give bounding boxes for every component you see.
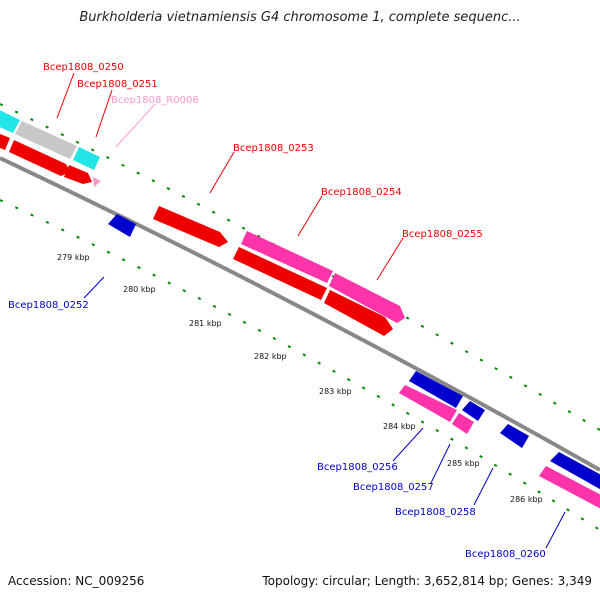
gene-pink-0260[interactable] <box>539 466 600 511</box>
accession-text: Accession: NC_009256 <box>8 574 145 588</box>
tick-labels: 279 kbp 280 kbp 281 kbp 282 kbp 283 kbp … <box>57 253 543 504</box>
gene-label[interactable]: Bcep1808_0258 <box>395 507 476 518</box>
gene-label[interactable]: Bcep1808_0253 <box>233 143 314 154</box>
feature-gray-0250[interactable] <box>15 121 77 159</box>
map-title: Burkholderia vietnamiensis G4 chromosome… <box>79 10 521 25</box>
gene-label[interactable]: Bcep1808_0250 <box>43 62 124 73</box>
cds-0255[interactable] <box>324 290 393 336</box>
cds-0254[interactable] <box>233 247 327 300</box>
gene-labels: Bcep1808_0250 Bcep1808_0251 Bcep1808_R00… <box>8 62 546 560</box>
inner-dotted-track <box>0 199 600 531</box>
feature-rna-arrow[interactable] <box>93 177 101 187</box>
tick-label: 280 kbp <box>123 285 156 294</box>
feature-cyan-0251[interactable] <box>73 147 100 170</box>
tick-label: 279 kbp <box>57 253 90 262</box>
gene-pink-0255[interactable] <box>329 273 405 323</box>
cds-0250[interactable] <box>9 140 70 176</box>
cds-0253[interactable] <box>153 206 228 247</box>
gene-label[interactable]: Bcep1808_0251 <box>77 79 158 90</box>
cds-0252[interactable] <box>108 214 136 237</box>
gene-label[interactable]: Bcep1808_0254 <box>321 187 402 198</box>
gene-label[interactable]: Bcep1808_0260 <box>465 549 546 560</box>
gene-label[interactable]: Bcep1808_0252 <box>8 300 89 311</box>
cds-left-stub[interactable] <box>0 132 10 150</box>
gene-pink-0257[interactable] <box>452 413 474 434</box>
gene-label[interactable]: Bcep1808_0255 <box>402 229 483 240</box>
tick-label: 281 kbp <box>189 319 222 328</box>
tick-label: 286 kbp <box>510 495 543 504</box>
cds-0251[interactable] <box>64 165 92 184</box>
leader-lines <box>56 72 566 549</box>
gene-label[interactable]: Bcep1808_0257 <box>353 482 434 493</box>
gene-pink-0254[interactable] <box>241 231 333 283</box>
cds-0258[interactable] <box>500 424 529 448</box>
feature-cyan-left[interactable] <box>0 108 20 133</box>
tick-label: 283 kbp <box>319 387 352 396</box>
gene-pink-0256[interactable] <box>399 385 457 422</box>
cds-0256b[interactable] <box>462 401 485 421</box>
summary-text: Topology: circular; Length: 3,652,814 bp… <box>262 574 592 588</box>
tick-label: 282 kbp <box>254 352 287 361</box>
gene-label[interactable]: Bcep1808_R0006 <box>111 95 199 106</box>
gene-label[interactable]: Bcep1808_0256 <box>317 462 398 473</box>
tick-label: 285 kbp <box>447 459 480 468</box>
cds-0260-blue[interactable] <box>550 452 600 492</box>
cds-0256[interactable] <box>409 371 463 408</box>
tick-label: 284 kbp <box>383 422 416 431</box>
chromosome-backbone <box>0 156 600 472</box>
